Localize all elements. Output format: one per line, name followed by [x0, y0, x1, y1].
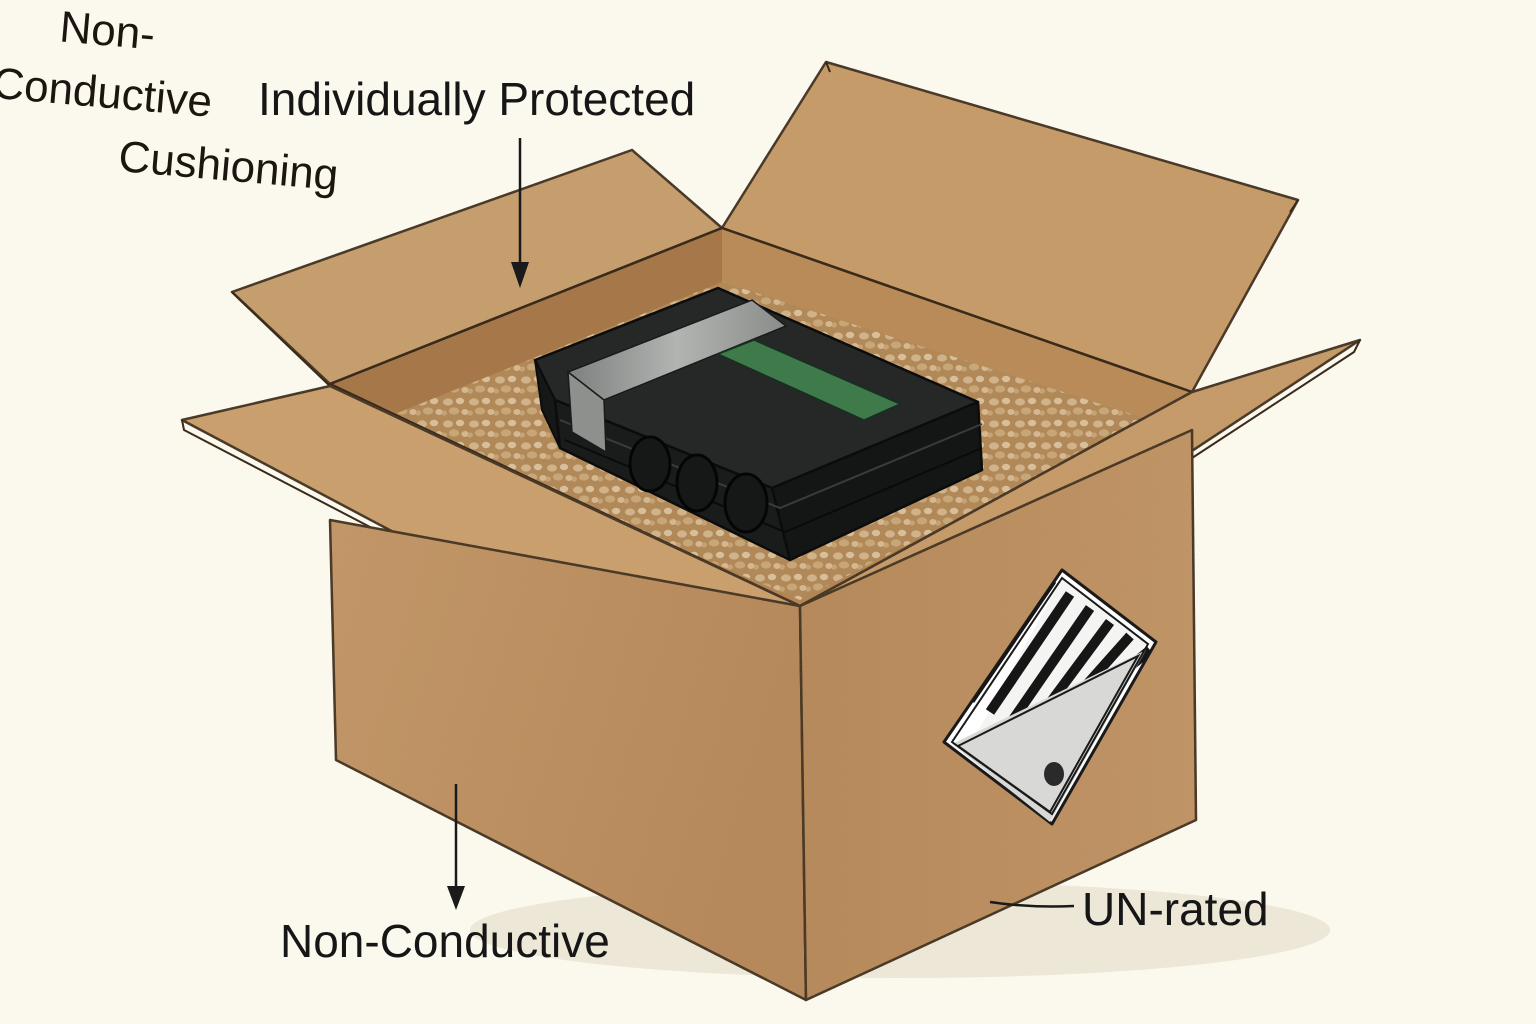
- label-non-conductive: Non-Conductive: [280, 915, 610, 967]
- arrow-individually-protected: [511, 138, 529, 288]
- device-button-3: [723, 472, 769, 534]
- label-individually-protected: Individually Protected: [258, 73, 696, 125]
- arrow-non-conductive: [447, 784, 465, 910]
- label-un-rated: UN-rated: [1082, 883, 1269, 935]
- battery-pack-icon: [533, 286, 984, 562]
- class-9-hazard-diamond-icon: [942, 568, 1158, 826]
- box-text-line-2: Conductive: [0, 58, 215, 127]
- box-text-line-3: Cushioning: [116, 132, 341, 201]
- device-green-stripe: [716, 339, 902, 421]
- device-button-2: [675, 453, 719, 513]
- device-button-1: [628, 435, 672, 493]
- leader-line-un-rated: [989, 900, 1075, 908]
- box-printed-text: Non- Conductive Cushioning: [0, 0, 398, 234]
- box-text-line-1: Non-: [57, 2, 158, 60]
- inner-back-wall: [330, 228, 722, 420]
